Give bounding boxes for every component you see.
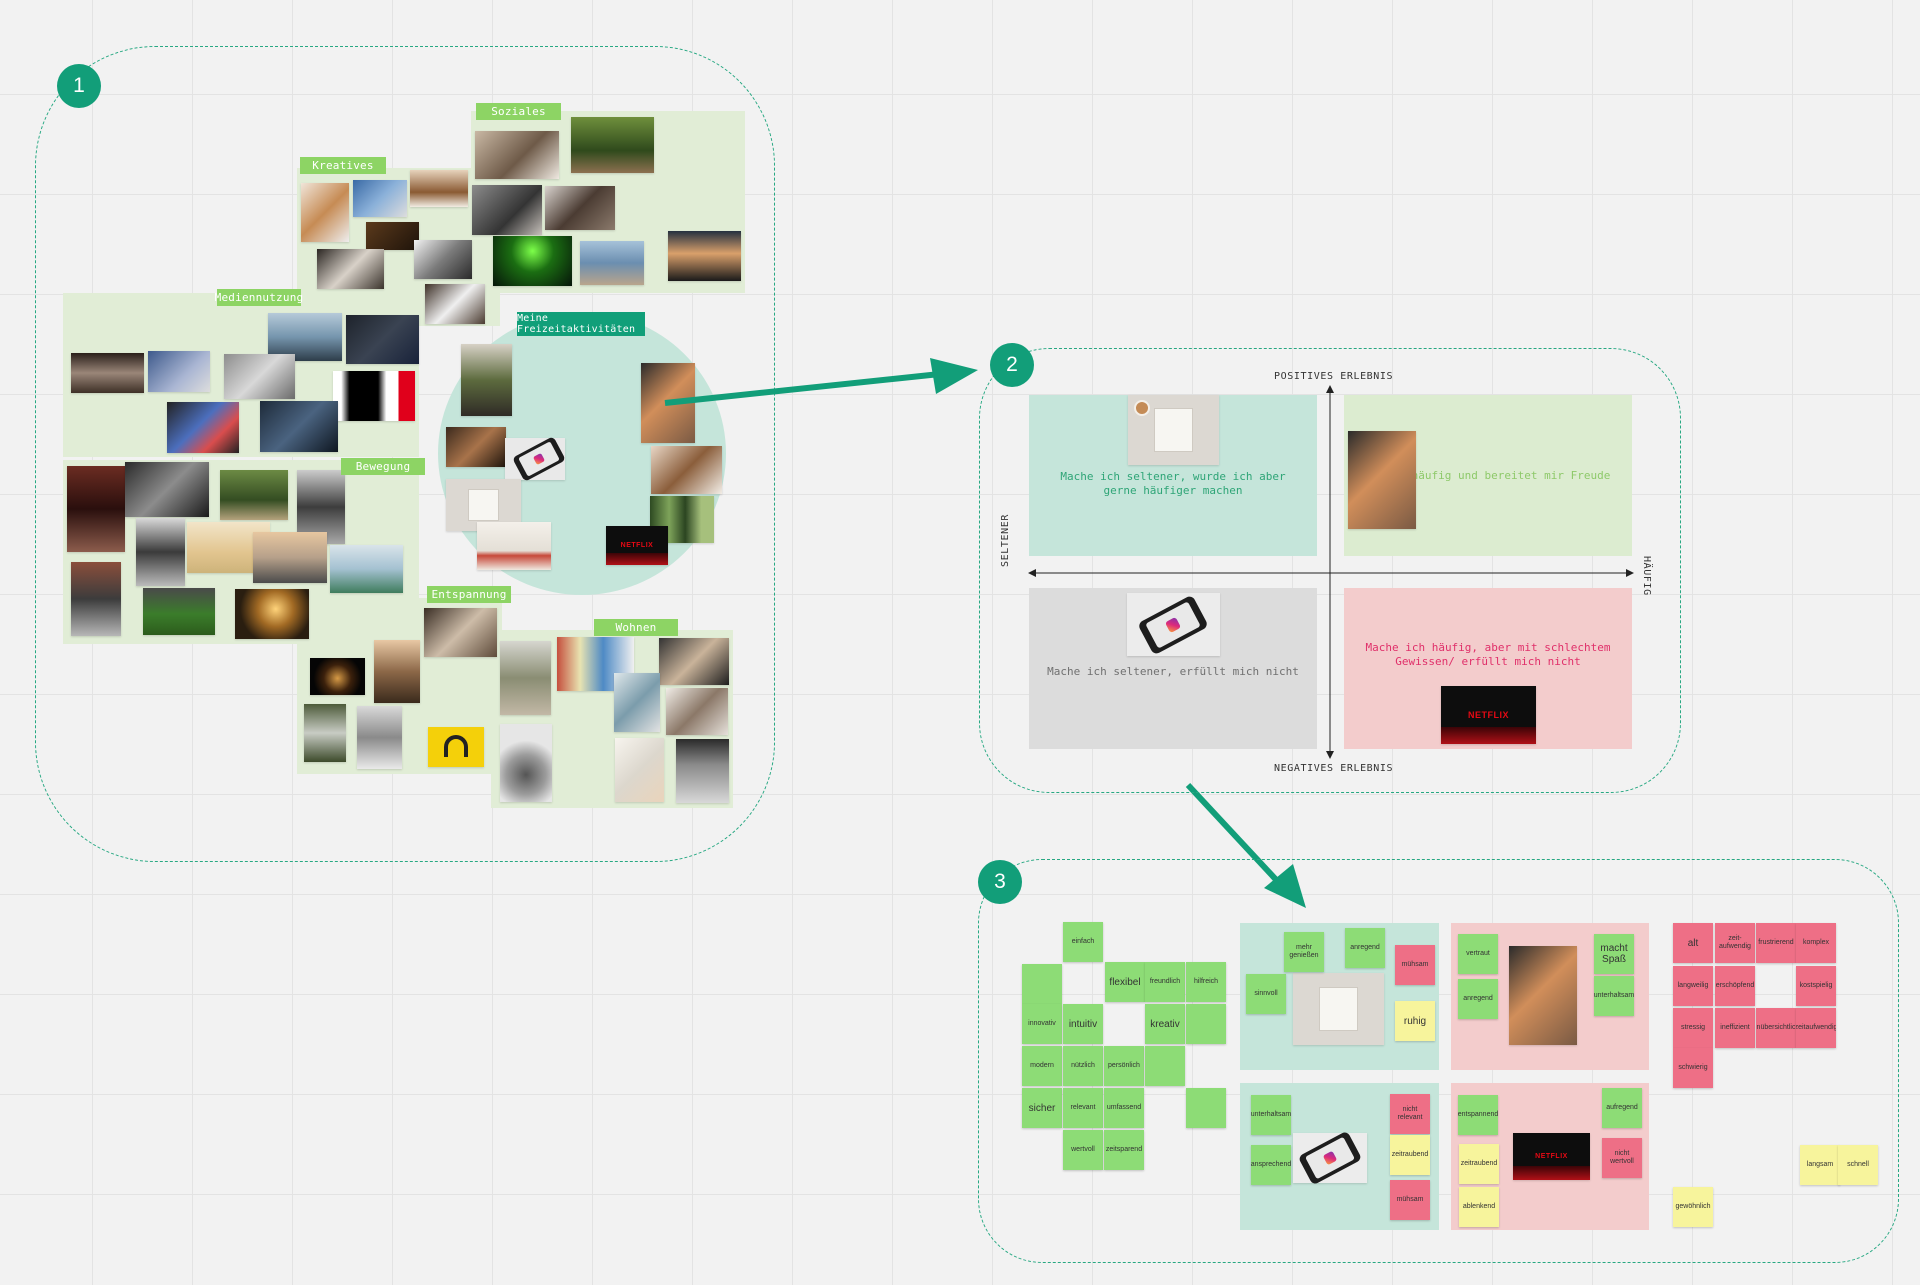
sticky-tr-macht-spass[interactable]: macht Spaß (1594, 934, 1634, 974)
axis-top-label: POSITIVES ERLEBNIS (1274, 371, 1393, 382)
sticky-br-aufregend[interactable]: aufregend (1602, 1088, 1642, 1128)
sticky-stressig[interactable]: stressig (1673, 1008, 1713, 1048)
sticky-ineffizient[interactable]: ineffizient (1715, 1008, 1755, 1048)
sticky-modern[interactable]: modern (1022, 1046, 1062, 1086)
sticky-tr-unterhaltsam[interactable]: unterhaltsam (1594, 976, 1634, 1016)
sticky-relevant[interactable]: relevant (1063, 1088, 1103, 1128)
sticky-zeitaufwendig[interactable]: zeitaufwendig (1796, 1008, 1836, 1048)
sticky-erschoepfend[interactable]: erschöpfend (1715, 966, 1755, 1006)
sticky-hilfreich[interactable]: hilfreich (1186, 962, 1226, 1002)
sticky-zeitsparend[interactable]: zeitsparend (1104, 1130, 1144, 1170)
sticky-blank-1[interactable] (1022, 964, 1062, 1004)
sticky-innovativ[interactable]: innovativ (1022, 1004, 1062, 1044)
sticky-zeit-aufwendig[interactable]: zeit-aufwendig (1715, 923, 1755, 963)
sticky-schnell[interactable]: schnell (1838, 1145, 1878, 1185)
sticky-schwierig[interactable]: schwierig (1673, 1048, 1713, 1088)
sticky-frustrierend[interactable]: frustrierend (1756, 923, 1796, 963)
sticky-persoenlich[interactable]: persönlich (1104, 1046, 1144, 1086)
sticky-br-entspannend[interactable]: entspannend (1458, 1095, 1498, 1135)
sticky-intuitiv[interactable]: intuitiv (1063, 1004, 1103, 1044)
sticky-bl-zeitraubend[interactable]: zeitraubend (1390, 1135, 1430, 1175)
section-2-badge[interactable]: 2 (990, 343, 1034, 387)
sticky-bl-unterhaltsam[interactable]: unterhaltsam (1251, 1095, 1291, 1135)
axis-bottom-label: NEGATIVES ERLEBNIS (1274, 763, 1393, 774)
photo-cafe-friends-mini[interactable] (1509, 946, 1577, 1045)
sticky-bl-ansprechend[interactable]: ansprechend (1251, 1145, 1291, 1185)
sticky-freundlich[interactable]: freundlich (1145, 962, 1185, 1002)
sticky-unuebersichtlich[interactable]: unübersichtlich (1756, 1008, 1796, 1048)
sticky-tl-muehsam[interactable]: mühsam (1395, 945, 1435, 985)
sticky-br-ablenkend[interactable]: ablenkend (1459, 1187, 1499, 1227)
sticky-bl-nicht-relevant[interactable]: nicht relevant (1390, 1094, 1430, 1134)
axes (1020, 385, 1660, 765)
sticky-flexibel[interactable]: flexibel (1105, 962, 1145, 1002)
sticky-blank-3[interactable] (1145, 1046, 1185, 1086)
sticky-blank-2[interactable] (1186, 1004, 1226, 1044)
photo-netflix-mini[interactable]: NETFLIX (1513, 1133, 1590, 1180)
axis-left-label: SELTENER (1000, 514, 1011, 567)
sticky-einfach[interactable]: einfach (1063, 922, 1103, 962)
photo-phone-instagram-mini[interactable] (1293, 1133, 1367, 1183)
section-3-badge[interactable]: 3 (978, 860, 1022, 904)
sticky-tr-vertraut[interactable]: vertraut (1458, 934, 1498, 974)
sticky-tl-sinnvoll[interactable]: sinnvoll (1246, 974, 1286, 1014)
sticky-gewoehnlich[interactable]: gewöhnlich (1673, 1187, 1713, 1227)
sticky-langweilig[interactable]: langweilig (1673, 966, 1713, 1006)
sticky-blank-4[interactable] (1186, 1088, 1226, 1128)
sticky-kreativ[interactable]: kreativ (1145, 1004, 1185, 1044)
sticky-tl-mehr-geniessen[interactable]: mehr genießen (1284, 932, 1324, 972)
sticky-br-nicht-wertvoll[interactable]: nicht wertvoll (1602, 1138, 1642, 1178)
sticky-wertvoll[interactable]: wertvoll (1063, 1130, 1103, 1170)
sticky-tl-ruhig[interactable]: ruhig (1395, 1001, 1435, 1041)
sticky-umfassend[interactable]: umfassend (1104, 1088, 1144, 1128)
sticky-kostspielig[interactable]: kostspielig (1796, 966, 1836, 1006)
arrow-1-to-2[interactable] (665, 358, 978, 403)
sticky-langsam[interactable]: langsam (1800, 1145, 1840, 1185)
sticky-nuetzlich[interactable]: nützlich (1063, 1046, 1103, 1086)
sticky-br-zeitraubend[interactable]: zeitraubend (1459, 1144, 1499, 1184)
smartphone-icon (1298, 1131, 1362, 1186)
sticky-tl-anregend[interactable]: anregend (1345, 928, 1385, 968)
axis-right-label: HÄUFIG (1641, 556, 1652, 596)
photo-book-coffee-mini[interactable] (1293, 973, 1384, 1045)
sticky-bl-muehsam[interactable]: mühsam (1390, 1180, 1430, 1220)
sticky-sicher[interactable]: sicher (1022, 1088, 1062, 1128)
sticky-tr-anregend[interactable]: anregend (1458, 979, 1498, 1019)
sticky-alt[interactable]: alt (1673, 923, 1713, 963)
sticky-komplex[interactable]: komplex (1796, 923, 1836, 963)
